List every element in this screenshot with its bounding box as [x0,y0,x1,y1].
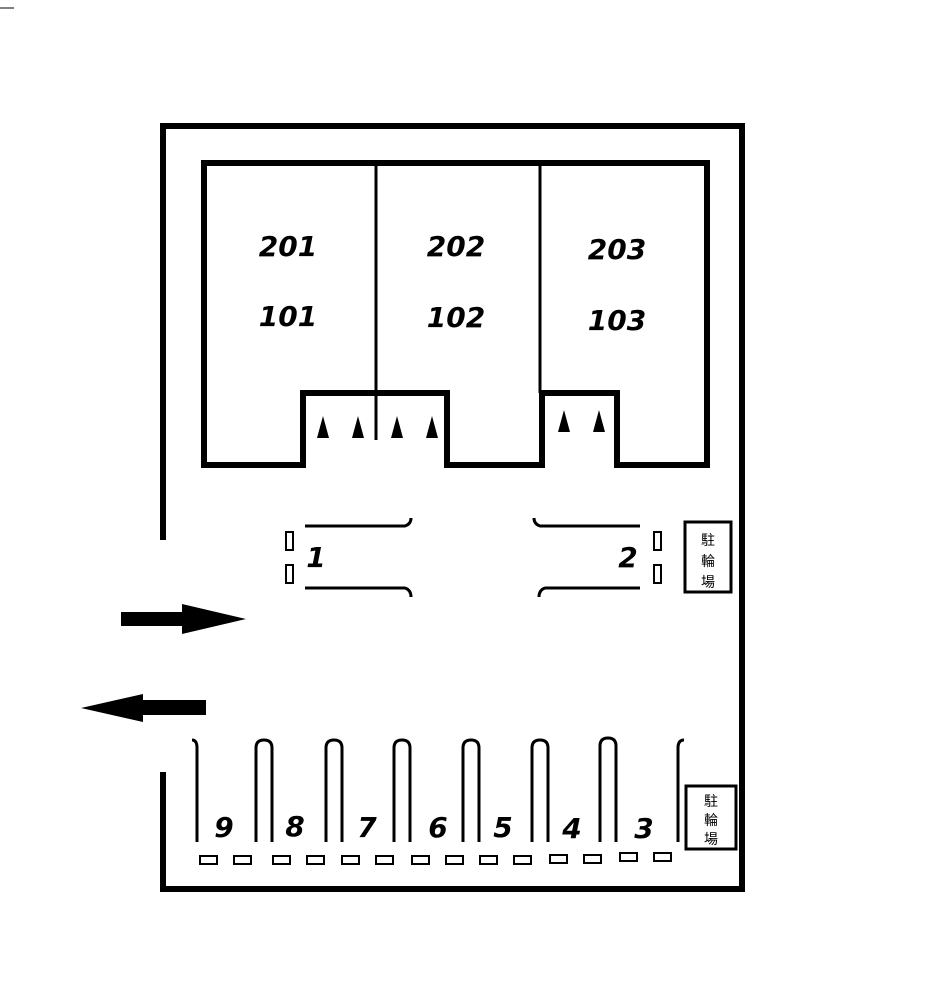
unit-labels: 201 101 202 102 203 103 [259,230,646,337]
site-boundary [160,123,745,892]
parking-space-8-label: 8 [285,810,304,843]
building [201,160,710,468]
entrance-triangle-icon [593,410,605,432]
parking-space-4-label: 4 [561,812,581,845]
unit-201-label: 201 [259,230,317,263]
arrow-left-icon [81,694,206,722]
unit-102-label: 102 [427,301,485,334]
bicycle-parking-char: 輪 [704,812,718,829]
unit-203-label: 203 [588,233,646,266]
parking-space-1 [285,517,413,598]
entrance-triangle-icon [317,416,329,438]
unit-101-label: 101 [259,300,317,333]
lower-parking-labels: 9 8 7 6 5 4 3 [214,810,653,845]
parking-dividers [191,736,685,842]
bicycle-parking-char: 輪 [701,553,715,570]
bicycle-parking-char: 駐 [704,794,718,810]
wheel-stops [199,852,672,865]
parking-space-1-label: 1 [306,541,325,574]
parking-space-5-label: 5 [493,811,512,844]
parking-space-7-label: 7 [357,811,377,844]
parking-space-3-label: 3 [634,812,653,845]
unit-202-label: 202 [427,230,485,263]
parking-space-2 [532,517,662,598]
arrow-right-icon [121,604,246,634]
bicycle-parking-char: 駐 [701,533,715,549]
parking-space-6-label: 6 [428,811,447,844]
bicycle-parking-lower: 駐 輪 場 [684,784,738,851]
entrance-triangle-icon [391,416,403,438]
entrance-markers [317,410,605,438]
bicycle-parking-char: 場 [701,575,715,591]
parking-space-9-label: 9 [214,811,233,844]
unit-103-label: 103 [588,304,646,337]
entrance-triangle-icon [352,416,364,438]
entrance-triangle-icon [558,410,570,432]
parking-space-2-label: 2 [618,541,637,574]
bicycle-parking-upper: 駐 輪 場 [683,520,733,594]
bicycle-parking-char: 場 [704,832,718,848]
entrance-triangle-icon [426,416,438,438]
